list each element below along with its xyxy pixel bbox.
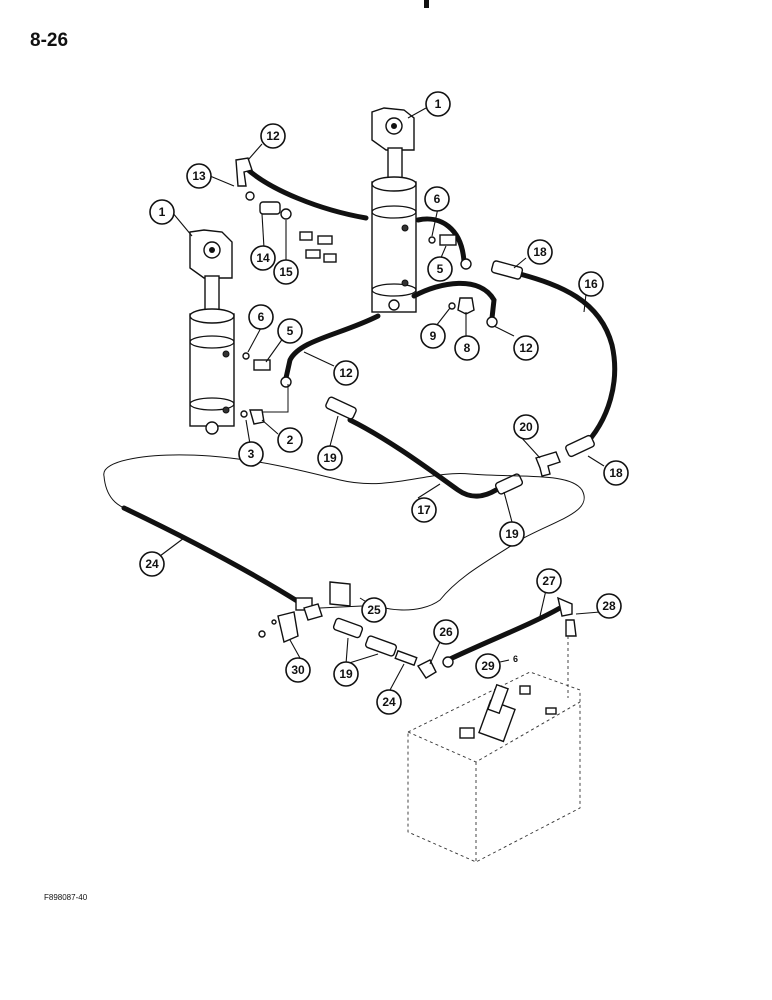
callout-13: 13	[186, 163, 212, 189]
callout-14: 14	[250, 245, 276, 271]
svg-text:18: 18	[609, 466, 623, 480]
svg-text:19: 19	[505, 527, 519, 541]
callout-3: 3	[238, 441, 264, 467]
hoses	[121, 165, 618, 663]
leader-lines	[159, 107, 605, 691]
callout-6-left: 6	[248, 304, 274, 330]
svg-text:3: 3	[248, 447, 255, 461]
callout-26: 26	[433, 619, 459, 645]
svg-text:30: 30	[291, 663, 305, 677]
callout-8: 8	[454, 335, 480, 361]
cylinder-right	[371, 107, 417, 313]
svg-text:15: 15	[279, 265, 293, 279]
svg-text:19: 19	[339, 667, 353, 681]
svg-text:9: 9	[430, 329, 437, 343]
callout-28: 28	[596, 593, 622, 619]
svg-text:24: 24	[382, 695, 396, 709]
callout-29-note: 6	[513, 654, 518, 664]
callout-16: 16	[578, 271, 604, 297]
svg-text:28: 28	[602, 599, 616, 613]
callout-19-right: 19	[499, 521, 525, 547]
svg-text:12: 12	[519, 341, 533, 355]
callout-12-top: 12	[260, 123, 286, 149]
reservoir-tank	[407, 636, 581, 863]
fittings	[235, 157, 595, 679]
cylinder-left	[189, 229, 235, 435]
callout-12-middle: 12	[333, 360, 359, 386]
svg-text:8: 8	[464, 341, 471, 355]
svg-text:24: 24	[145, 557, 159, 571]
callout-6-right: 6	[424, 186, 450, 212]
callout-17: 17	[411, 497, 437, 523]
callout-24-left: 24	[139, 551, 165, 577]
svg-text:16: 16	[584, 277, 598, 291]
svg-text:6: 6	[434, 192, 441, 206]
callout-30: 30	[285, 657, 311, 683]
svg-text:2: 2	[287, 433, 294, 447]
callout-18-bottom: 18	[603, 460, 629, 486]
callout-24-lower: 24	[376, 689, 402, 715]
callout-15: 15	[273, 259, 299, 285]
callout-25: 25	[361, 597, 387, 623]
svg-text:27: 27	[542, 574, 556, 588]
callout-5-left: 5	[277, 318, 303, 344]
svg-text:5: 5	[437, 262, 444, 276]
svg-text:6: 6	[258, 310, 265, 324]
svg-text:25: 25	[367, 603, 381, 617]
callout-20: 20	[513, 414, 539, 440]
svg-text:12: 12	[266, 129, 280, 143]
svg-text:13: 13	[192, 169, 206, 183]
svg-text:20: 20	[519, 420, 533, 434]
svg-text:12: 12	[339, 366, 353, 380]
callout-9: 9	[420, 323, 446, 349]
callout-12-right: 12	[513, 335, 539, 361]
svg-text:1: 1	[159, 205, 166, 219]
svg-text:5: 5	[287, 324, 294, 338]
svg-text:29: 29	[481, 659, 495, 673]
callout-27: 27	[536, 568, 562, 594]
page-number: 8-26	[30, 30, 69, 51]
figure-code: F898087-40	[44, 893, 88, 902]
callout-19-middle: 19	[317, 445, 343, 471]
callout-19-lower: 19	[333, 661, 359, 687]
callout-2: 2	[277, 427, 303, 453]
page-top-mark	[424, 0, 429, 8]
svg-text:14: 14	[256, 251, 270, 265]
callout-29: 29	[475, 653, 501, 679]
callout-5-right: 5	[427, 256, 453, 282]
callout-18-top: 18	[527, 239, 553, 265]
svg-text:26: 26	[439, 625, 453, 639]
svg-text:1: 1	[435, 97, 442, 111]
callout-1-lower: 1	[149, 199, 175, 225]
svg-text:17: 17	[417, 503, 431, 517]
svg-text:19: 19	[323, 451, 337, 465]
svg-text:18: 18	[533, 245, 547, 259]
callout-1-upper: 1	[425, 91, 451, 117]
